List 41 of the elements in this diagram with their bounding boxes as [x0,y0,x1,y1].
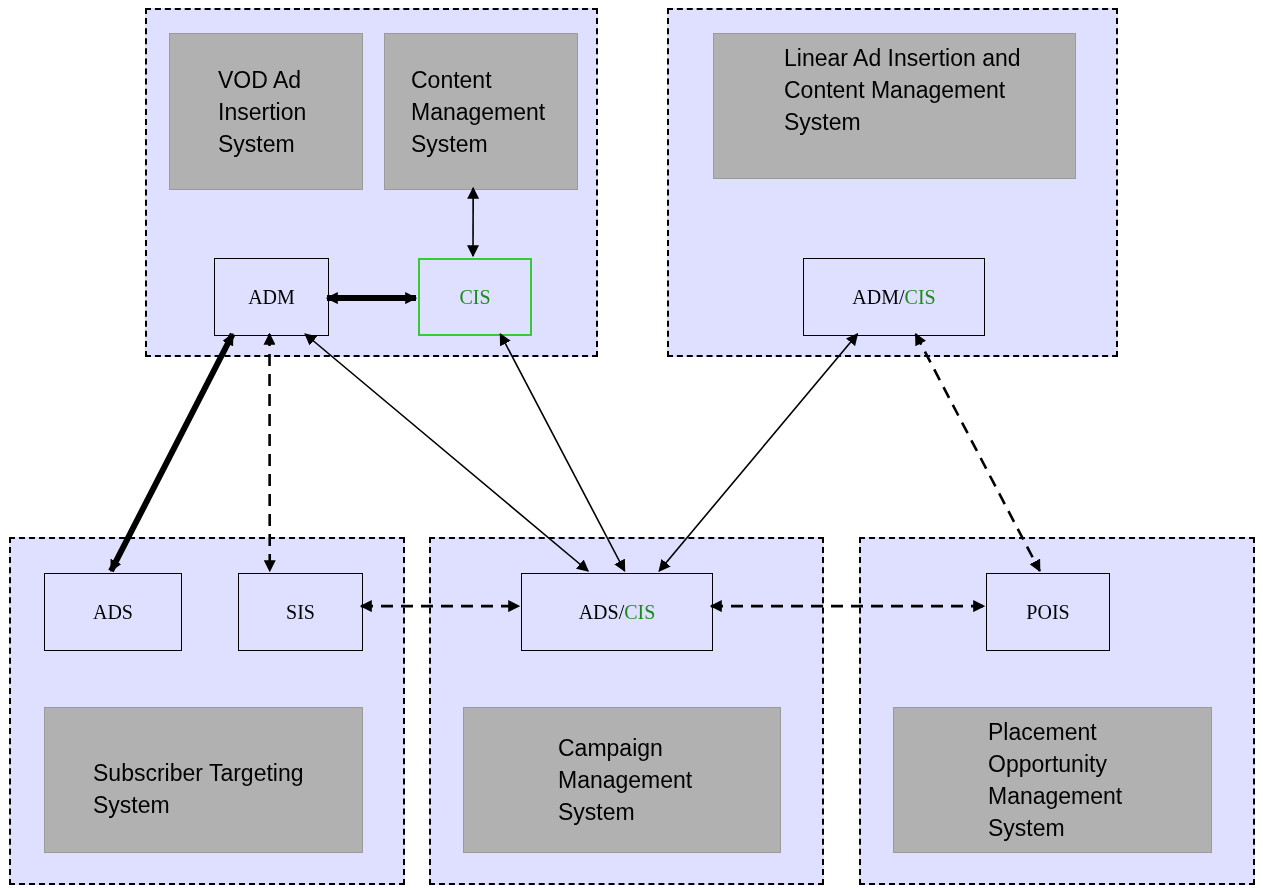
node-label: Content Management System [411,66,547,159]
node-label: ADM/CIS [852,287,936,307]
node-label: POIS [1026,602,1070,622]
system-group-panel [859,537,1255,885]
node-label: Placement Opportunity Management System [988,718,1124,843]
node-label: ADS [93,602,133,622]
node-label: ADS/CIS [578,602,656,622]
system-box [713,33,1076,179]
arrow [658,333,859,572]
system-group-panel [667,8,1118,357]
system-box [169,33,363,190]
system-box [384,33,578,190]
dashed-arrow [359,600,521,613]
interface-box [214,258,329,336]
system-box [893,707,1212,853]
dashed-arrow [914,332,1041,573]
system-group-panel [9,537,405,885]
dashed-arrow [709,600,986,613]
system-box [44,707,363,853]
system-box [463,707,781,853]
node-label: Linear Ad Insertion and Content Management System [784,44,1022,137]
node-label: Subscriber Targeting System [93,759,305,820]
node-label: VOD Ad Insertion System [218,66,308,159]
system-group-panel [145,8,598,357]
dashed-arrow [263,332,276,573]
interface-box [418,258,532,336]
interface-box [986,573,1110,651]
interface-box [521,573,713,651]
interface-box [44,573,182,651]
interface-box [803,258,985,336]
arrow [499,332,626,573]
arrow [467,186,480,258]
arrow [108,332,236,573]
node-label: ADM [248,287,295,307]
arrow [304,333,590,572]
arrow [325,292,418,305]
interface-box [238,573,363,651]
node-label: Campaign Management System [558,734,694,827]
node-label: SIS [286,602,315,622]
node-label: CIS [459,287,491,307]
system-group-panel [429,537,824,885]
